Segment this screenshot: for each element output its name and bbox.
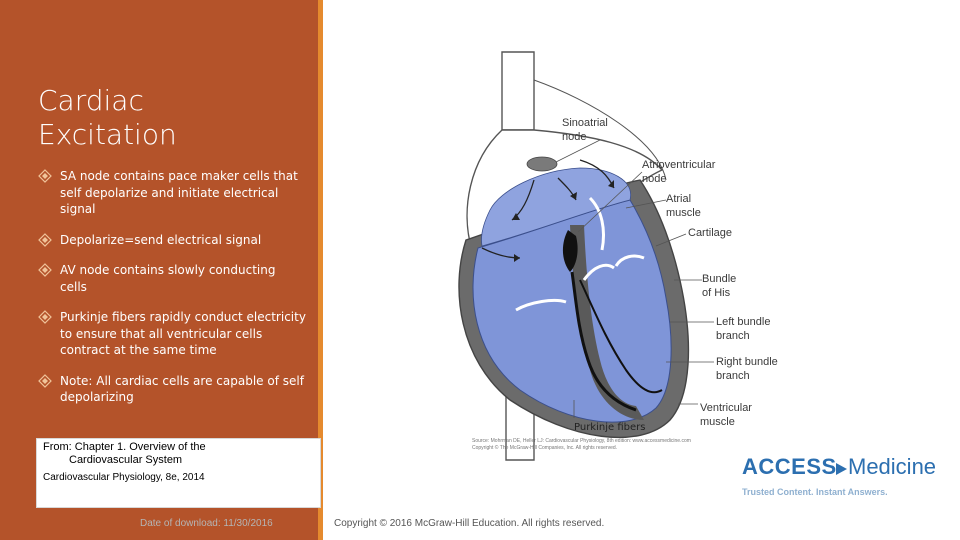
label-bundle-of-his: Bundle of His: [702, 273, 737, 299]
slide-title: Cardiac Excitation: [38, 84, 308, 152]
diamond-bullet-icon: [38, 310, 52, 324]
label-purkinje-fibers: Purkinje fibers: [574, 422, 646, 433]
av-node: [562, 230, 578, 272]
arrowhead-1: [512, 213, 520, 220]
download-date: Date of download: 11/30/2016: [140, 518, 273, 529]
label-atrioventricular-node: Atrioventricular node: [642, 159, 716, 185]
pericardium-line: [533, 79, 667, 181]
bullet-text: SA node contains pace maker cells that s…: [60, 169, 298, 216]
leader-av: [577, 171, 643, 233]
diamond-bullet-icon: [38, 373, 52, 388]
left-bundle-line: [579, 279, 663, 394]
arrow-heads: [512, 180, 614, 262]
heart-conduction-figure: [458, 51, 714, 461]
label-cartilage: Cartilage: [688, 227, 733, 239]
bullet-item: SA node contains pace maker cells that s…: [38, 168, 306, 218]
bullet-list: SA node contains pace maker cells that s…: [38, 168, 306, 406]
label-atrial-muscle: Atrial muscle: [666, 193, 701, 219]
citation-box: From: Chapter 1. Overview of the Cardiov…: [36, 438, 321, 508]
citation-book: Cardiovascular Physiology, 8e, 2014: [43, 472, 205, 483]
accent-bar: [318, 0, 323, 540]
title-line-2: Excitation: [38, 118, 177, 151]
purkinje-white-1: [515, 298, 567, 312]
sa-node: [526, 156, 558, 172]
citation-chapter: From: Chapter 1. Overview of the: [43, 441, 206, 453]
label-right-bundle-branch: Right bundle branch: [716, 356, 778, 382]
purkinje-white-3: [582, 263, 615, 281]
bullet-text: Note: All cardiac cells are capable of s…: [60, 373, 304, 405]
leader-sinoatrial: [555, 139, 601, 163]
logo-arrow-icon: [836, 463, 847, 475]
copyright-notice: Copyright © 2016 McGraw-Hill Education. …: [334, 518, 605, 529]
diamond-bullet-icon: [38, 232, 52, 247]
leader-lines: [555, 139, 714, 418]
leader-cartilage: [655, 233, 687, 247]
diamond-bullet-icon: [38, 169, 52, 183]
bullet-text: AV node contains slowly conducting cells: [60, 263, 276, 294]
arrowhead-2: [570, 192, 577, 200]
purkinje-white-4: [588, 196, 605, 251]
label-ventricular-muscle: Ventricular muscle: [700, 402, 752, 428]
label-left-bundle-branch: Left bundle branch: [716, 316, 771, 342]
accessmedicine-logo: ACCESS Medicine Trusted Content. Instant…: [738, 452, 948, 502]
arrowhead-4: [514, 254, 520, 262]
title-line-1: Cardiac: [38, 84, 144, 117]
bullet-text: Purkinje fibers rapidly conduct electric…: [60, 310, 306, 357]
citation-chapter-cont: Cardiovascular System: [69, 454, 183, 466]
bullet-item: Note: All cardiac cells are capable of s…: [38, 373, 306, 406]
figure-source: Source: Mohrman DE, Heller LJ: Cardiovas…: [472, 438, 691, 451]
bullet-item: Depolarize=send electrical signal: [38, 232, 306, 249]
leader-atrial: [625, 199, 667, 209]
bullet-item: Purkinje fibers rapidly conduct electric…: [38, 309, 306, 359]
purkinje-white-2: [614, 254, 645, 267]
atrium-blue: [481, 167, 631, 247]
logo-access-text: ACCESS: [742, 454, 837, 479]
logo-medicine-text: Medicine: [848, 454, 937, 479]
vena-cava-top: [501, 51, 535, 131]
label-sinoatrial-node: Sinoatrial node: [562, 117, 608, 143]
diamond-bullet-icon: [38, 263, 52, 277]
logo-tagline: Trusted Content. Instant Answers.: [742, 487, 888, 497]
arrowhead-3: [608, 180, 614, 188]
bullet-item: AV node contains slowly conducting cells: [38, 262, 306, 295]
bundle-of-his: [570, 271, 637, 412]
bullet-text: Depolarize=send electrical signal: [60, 232, 262, 247]
